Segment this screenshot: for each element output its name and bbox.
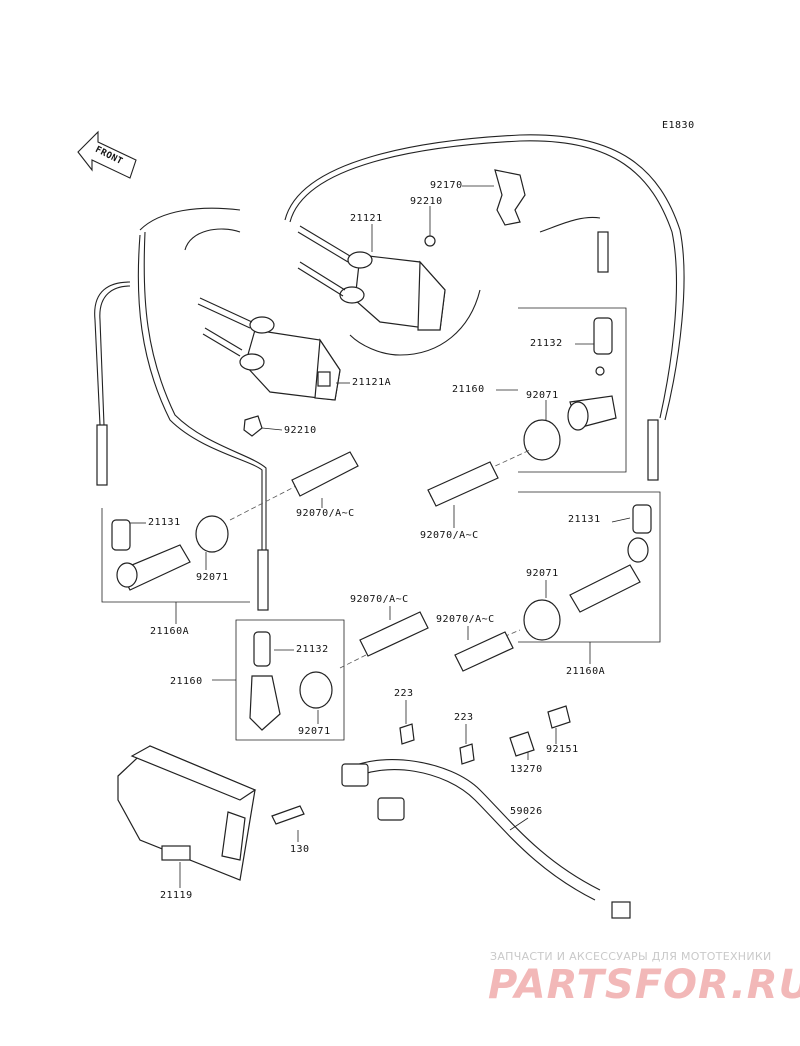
diagram-code: E1830 — [662, 120, 695, 131]
label-21121A: 21121A — [352, 377, 392, 388]
label-21160A-left: 21160A — [150, 626, 190, 637]
ignition-coil-rear — [297, 225, 446, 331]
wiring-harness-59026 — [341, 705, 631, 919]
label-92071-right-top: 92071 — [526, 390, 559, 401]
label-21131-left: 21131 — [148, 517, 181, 528]
plug-cap-assembly-left — [96, 424, 359, 603]
label-21132-right: 21132 — [530, 338, 563, 349]
label-92070-right-top: 92070/A~C — [420, 530, 479, 541]
label-223-b: 223 — [454, 712, 474, 723]
label-92210-top: 92210 — [410, 196, 443, 207]
leader-lines — [130, 185, 631, 888]
label-59026: 59026 — [510, 806, 543, 817]
label-21160-right: 21160 — [452, 384, 485, 395]
label-130: 130 — [290, 844, 310, 855]
label-21160A-right: 21160A — [566, 666, 606, 677]
plug-cap-assembly-left-lower — [235, 549, 429, 741]
plug-cap-assembly-right-upper — [427, 231, 627, 507]
ignition-cable-loops — [94, 134, 685, 555]
label-92070-mid-right: 92070/A~C — [436, 614, 495, 625]
label-21160-left: 21160 — [170, 676, 203, 687]
label-92170: 92170 — [430, 180, 463, 191]
label-13270: 13270 — [510, 764, 543, 775]
label-92071-left: 92071 — [196, 572, 229, 583]
ignition-coil-front — [197, 297, 341, 437]
label-92210-mid: 92210 — [284, 425, 317, 436]
label-92071-right-mid: 92071 — [526, 568, 559, 579]
label-92070-mid-center: 92070/A~C — [350, 594, 409, 605]
label-21131-right: 21131 — [568, 514, 601, 525]
label-92071-bottom: 92071 — [298, 726, 331, 737]
front-arrow-icon — [77, 130, 137, 179]
clamp-92170 — [494, 169, 526, 226]
label-223-a: 223 — [394, 688, 414, 699]
igniter-unit-21119 — [117, 745, 305, 881]
label-21119: 21119 — [160, 890, 193, 901]
label-92070-left-top: 92070/A~C — [296, 508, 355, 519]
label-21121: 21121 — [350, 213, 383, 224]
watermark-caption: ЗАПЧАСТИ И АКСЕССУАРЫ ДЛЯ МОТОТЕХНИКИ — [490, 950, 772, 963]
watermark-logo: PARTSFOR.RU — [488, 962, 800, 1008]
plug-cap-assembly-right-mid — [454, 419, 661, 672]
label-92151: 92151 — [546, 744, 579, 755]
label-21132-left: 21132 — [296, 644, 329, 655]
